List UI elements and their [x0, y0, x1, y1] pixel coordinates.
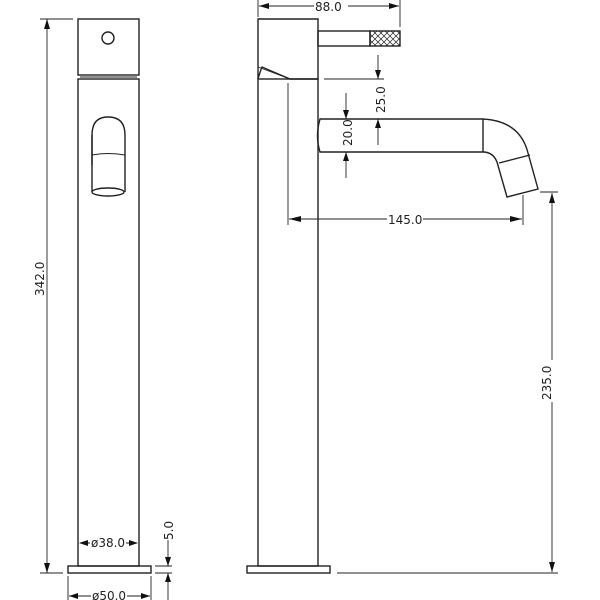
body-diameter-label: ø38.0 [91, 536, 125, 550]
base-diameter-label: ø50.0 [92, 589, 126, 600]
front-spout-outlet [91, 116, 126, 192]
knurled-lever-grip [369, 30, 401, 47]
side-view: 88.0 25.0 20.0 145.0 235.0 [246, 0, 558, 574]
total-height-label: 342.0 [33, 262, 47, 296]
side-base [246, 565, 331, 574]
spout-offset-label: 25.0 [374, 86, 388, 113]
spout-diameter-label: 20.0 [341, 119, 355, 146]
front-handle-body [77, 18, 140, 76]
base-thickness-label: 5.0 [162, 521, 176, 540]
front-base [67, 565, 152, 574]
spout-reach-label: 145.0 [388, 213, 422, 227]
handle-length-label: 88.0 [315, 0, 342, 14]
spout-height-label: 235.0 [540, 366, 554, 400]
front-view: 342.0 ø38.0 ø50.0 5.0 [33, 18, 176, 600]
spout [316, 118, 539, 198]
front-body [77, 78, 140, 567]
lever-stalk [317, 30, 371, 47]
front-indicator-dot [101, 31, 115, 45]
